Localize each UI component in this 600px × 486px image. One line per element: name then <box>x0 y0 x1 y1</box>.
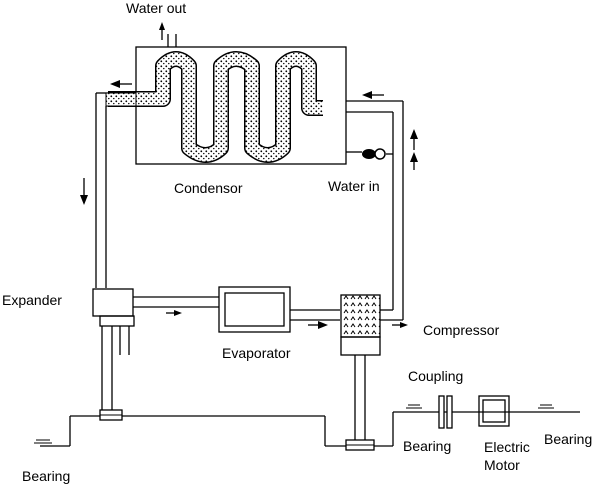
arrow-discharge-left <box>362 91 372 99</box>
label-water-out: Water out <box>126 0 186 16</box>
label-evaporator: Evaporator <box>222 345 291 361</box>
electric-motor <box>478 395 510 427</box>
evaporator <box>218 286 291 333</box>
label-compressor: Compressor <box>423 322 500 338</box>
drive-shaft <box>40 411 580 447</box>
bearing-symbol-right <box>538 404 554 409</box>
label-condensor: Condensor <box>174 180 243 196</box>
arrow-condenser-out-left <box>110 80 120 88</box>
liquid-line-pipe <box>95 92 137 288</box>
arrow-to-evaporator <box>174 310 182 316</box>
condenser-coil <box>108 51 323 163</box>
arrow-liquid-down <box>80 195 88 205</box>
bearing-symbol-mid <box>406 404 422 409</box>
label-electric-motor-line1: Electric <box>484 439 530 455</box>
label-water-in: Water in <box>328 178 380 194</box>
water-in-fitting <box>346 148 393 160</box>
compressor <box>340 294 381 440</box>
label-electric-motor-line2: Motor <box>484 457 520 473</box>
shaft-bearing-block-mid <box>345 439 375 451</box>
shaft-bearing-block-left <box>99 409 123 421</box>
expander <box>92 288 135 410</box>
label-bearing-mid: Bearing <box>403 438 451 454</box>
arrow-to-compressor <box>318 321 328 329</box>
label-bearing-right: Bearing <box>544 431 592 447</box>
label-expander: Expander <box>2 292 62 308</box>
flow-arrows <box>80 80 418 329</box>
arrow-discharge-up <box>410 129 418 139</box>
label-coupling: Coupling <box>408 368 463 384</box>
water-out-pipe <box>159 22 177 47</box>
evaporator-line-pipe <box>133 296 340 321</box>
arrow-water-in-up <box>410 152 418 162</box>
coupling <box>438 395 453 429</box>
arrow-compressor-out <box>400 322 408 328</box>
discharge-line-pipe <box>346 100 404 321</box>
water-out-arrow <box>159 22 165 30</box>
bearing-symbol-left <box>34 439 52 444</box>
label-bearing-left: Bearing <box>22 468 70 484</box>
